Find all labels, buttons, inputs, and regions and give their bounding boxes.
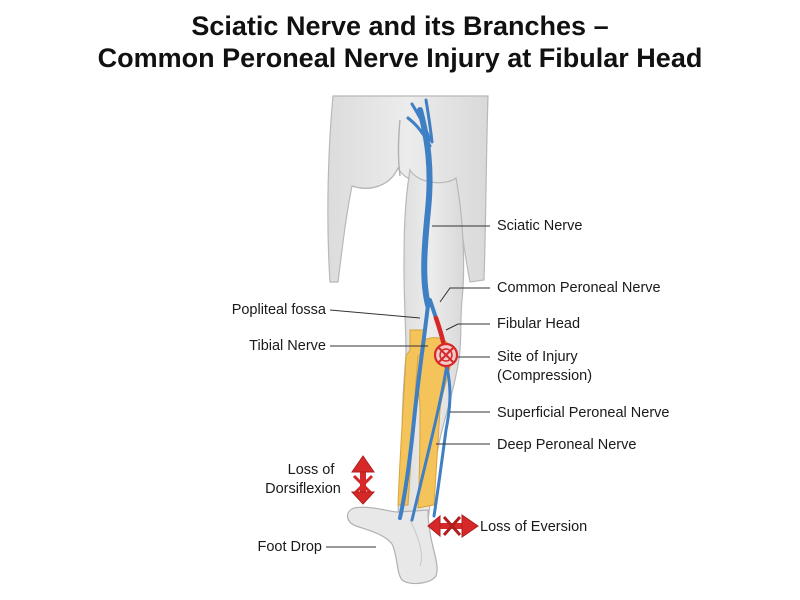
label-site-of-injury: Site of Injury [497, 349, 578, 365]
label-deep-peroneal-nerve: Deep Peroneal Nerve [497, 437, 637, 453]
label-tibial-nerve: Tibial Nerve [249, 338, 326, 354]
sciatic-root-3 [406, 116, 432, 148]
dorsiflexion-crossed-arrow-icon [350, 455, 376, 505]
label-common-peroneal-nerve: Common Peroneal Nerve [497, 280, 661, 296]
title-line-1: Sciatic Nerve and its Branches – [191, 11, 609, 41]
diagram-title: Sciatic Nerve and its Branches – Common … [0, 10, 800, 74]
label-fibular-head: Fibular Head [497, 316, 581, 332]
title-line-2: Common Peroneal Nerve Injury at Fibular … [97, 43, 703, 73]
label-foot-drop: Foot Drop [257, 539, 322, 555]
leader-lines [326, 225, 490, 548]
heel [409, 519, 423, 567]
leader-common-peroneal [439, 287, 490, 303]
leader-popliteal [329, 309, 421, 319]
tibial-nerve [398, 303, 430, 520]
foot [346, 506, 438, 585]
gluteal-fold-left [351, 167, 399, 189]
label-superficial-peroneal-nerve: Superficial Peroneal Nerve [497, 405, 670, 421]
sciatic-root-2 [424, 98, 434, 144]
deep-peroneal-nerve [410, 368, 448, 522]
leader-fibular-head [445, 323, 490, 331]
label-dorsiflexion: Dorsiflexion [265, 481, 341, 497]
eversion-crossed-arrow-icon [427, 514, 479, 538]
superficial-peroneal-nerve [432, 366, 452, 518]
label-loss-of-eversion: Loss of Eversion [480, 519, 588, 535]
sciatic-root-1 [410, 102, 432, 142]
fibula-bone [397, 329, 425, 506]
label-popliteal-fossa: Popliteal fossa [231, 302, 326, 318]
label-sciatic-nerve: Sciatic Nerve [497, 218, 583, 234]
label-loss-of: Loss of [287, 462, 335, 478]
label-compression: (Compression) [497, 368, 593, 384]
gluteal-cleft [397, 119, 401, 177]
injury-site-marker-icon [433, 342, 459, 368]
